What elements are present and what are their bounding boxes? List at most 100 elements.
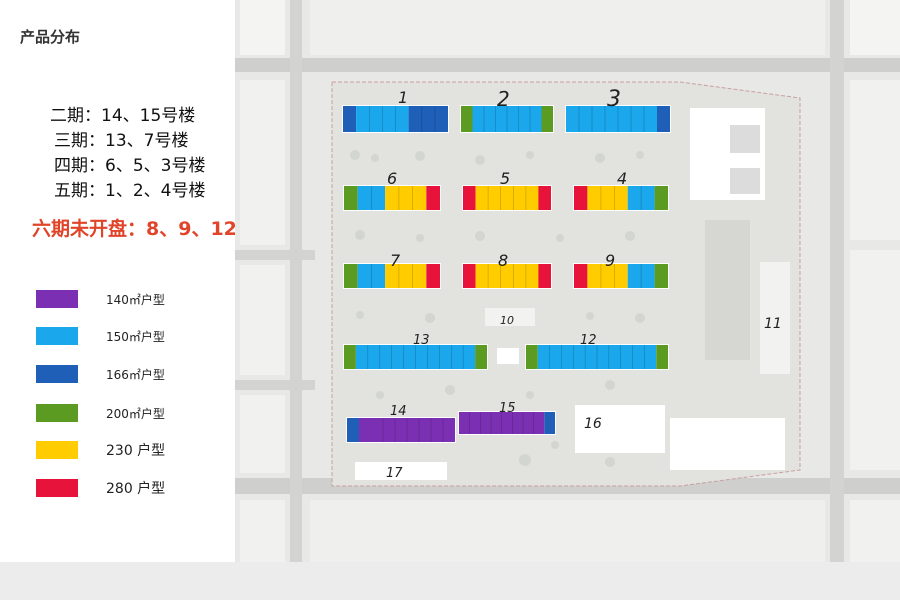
legend-swatch — [36, 404, 78, 422]
building-label: 17 — [386, 466, 403, 481]
block — [240, 500, 285, 562]
building-13-unit-segment — [344, 345, 356, 369]
building-6-unit-segment — [357, 186, 386, 210]
phase-3: 三期：13、7号楼 — [54, 131, 189, 151]
sports-field — [705, 220, 750, 360]
building-9-unit-segment — [574, 264, 588, 288]
building-label: 10 — [500, 314, 514, 327]
building-label: 1 — [398, 88, 408, 107]
building-label: 7 — [390, 251, 401, 270]
building-label: 9 — [605, 251, 615, 270]
building-5-unit-segment — [475, 186, 539, 210]
building-6-unit-segment — [385, 186, 427, 210]
legend-label: 230 户型 — [106, 443, 166, 459]
greenery — [350, 150, 645, 467]
road — [235, 58, 900, 72]
building-12-unit-segment — [537, 345, 657, 369]
building-9-unit-segment — [654, 264, 668, 288]
building-7-unit-segment — [357, 264, 386, 288]
road — [235, 250, 315, 260]
building-7-unit-segment — [426, 264, 440, 288]
phase-2: 二期：14、15号楼 — [50, 106, 196, 126]
building-label: 13 — [413, 333, 430, 348]
building-12-unit-segment — [656, 345, 668, 369]
building-12-unit-segment — [526, 345, 538, 369]
site-plan-map: 1 2 3 6 5 4 7 8 9 13 12 14 15 10 11 16 1… — [235, 0, 900, 562]
building-9-unit-segment — [587, 264, 628, 288]
building-label: 12 — [580, 333, 597, 348]
building-label: 15 — [499, 401, 516, 416]
phase-list: 二期：14、15号楼 三期：13、7号楼 四期：6、5、3号楼 五期：1、2、4… — [50, 104, 205, 204]
footer-band — [0, 562, 900, 600]
building-4-unit-segment — [587, 186, 628, 210]
road — [235, 380, 315, 390]
road — [290, 0, 302, 562]
legend-label: 166㎡户型 — [106, 368, 165, 382]
building-3-unit-segment — [657, 106, 670, 132]
page-title: 产品分布 — [20, 28, 81, 46]
building-6-unit-segment — [344, 186, 358, 210]
legend-label: 150㎡户型 — [106, 330, 165, 344]
phase-6-unsold: 六期未开盘：8、9、12号楼 — [32, 218, 275, 240]
building-label: 16 — [584, 416, 602, 432]
legend-item-280: 280 户型 — [36, 479, 256, 499]
building-label: 11 — [764, 316, 782, 332]
building-2-unit-segment — [541, 106, 553, 132]
block — [240, 80, 285, 245]
residential-buildings — [342, 105, 671, 443]
block — [850, 500, 900, 562]
building-2-unit-segment — [472, 106, 542, 132]
building-label: 3 — [607, 87, 621, 112]
legend-item-230: 230 户型 — [36, 441, 256, 461]
building-5-unit-segment — [538, 186, 551, 210]
phase-5: 五期：1、2、4号楼 — [54, 181, 206, 201]
site-boundary — [331, 81, 801, 487]
building-16-annex — [670, 418, 785, 470]
road — [830, 0, 844, 562]
building-1-unit-segment — [343, 106, 357, 132]
building-8-unit-segment — [463, 264, 476, 288]
building-13-unit-segment — [475, 345, 487, 369]
legend-label: 280 户型 — [106, 481, 166, 497]
legend-swatch — [36, 290, 78, 308]
building-4-unit-segment — [627, 186, 655, 210]
block — [240, 395, 285, 473]
building-7-unit-segment — [344, 264, 358, 288]
building-4-unit-segment — [574, 186, 588, 210]
building-15-unit-segment — [544, 412, 555, 434]
block — [310, 500, 825, 562]
building-15-unit-segment — [459, 412, 545, 434]
building-label: 4 — [617, 169, 627, 188]
building-8-unit-segment — [475, 264, 539, 288]
building-1-unit-segment — [408, 106, 448, 132]
legend-swatch — [36, 327, 78, 345]
phase-4: 四期：6、5、3号楼 — [54, 156, 206, 176]
center-pavilion — [497, 348, 519, 364]
building-17 — [355, 462, 447, 480]
building-3-unit-segment — [566, 106, 657, 132]
building-10 — [485, 308, 535, 326]
legend-label: 140㎡户型 — [106, 293, 165, 307]
building-14-unit-segment — [347, 418, 359, 442]
building-8-unit-segment — [538, 264, 551, 288]
east-building-part — [730, 125, 760, 153]
legend-item-200: 200㎡户型 — [36, 404, 256, 424]
legend-swatch — [36, 365, 78, 383]
legend-item-150: 150㎡户型 — [36, 327, 256, 347]
building-2-unit-segment — [461, 106, 473, 132]
building-13-unit-segment — [355, 345, 476, 369]
building-14-unit-segment — [359, 418, 371, 442]
building-11-site — [760, 262, 790, 374]
legend-swatch — [36, 441, 78, 459]
building-5-unit-segment — [463, 186, 476, 210]
legend-swatch — [36, 479, 78, 497]
legend-item-140: 140㎡户型 — [36, 290, 256, 310]
block — [850, 0, 900, 55]
east-building-part — [730, 168, 760, 194]
legend-item-166: 166㎡户型 — [36, 365, 256, 385]
building-6-unit-segment — [426, 186, 440, 210]
block — [310, 0, 825, 55]
block — [850, 250, 900, 470]
building-label: 2 — [497, 87, 510, 111]
building-4-unit-segment — [654, 186, 668, 210]
